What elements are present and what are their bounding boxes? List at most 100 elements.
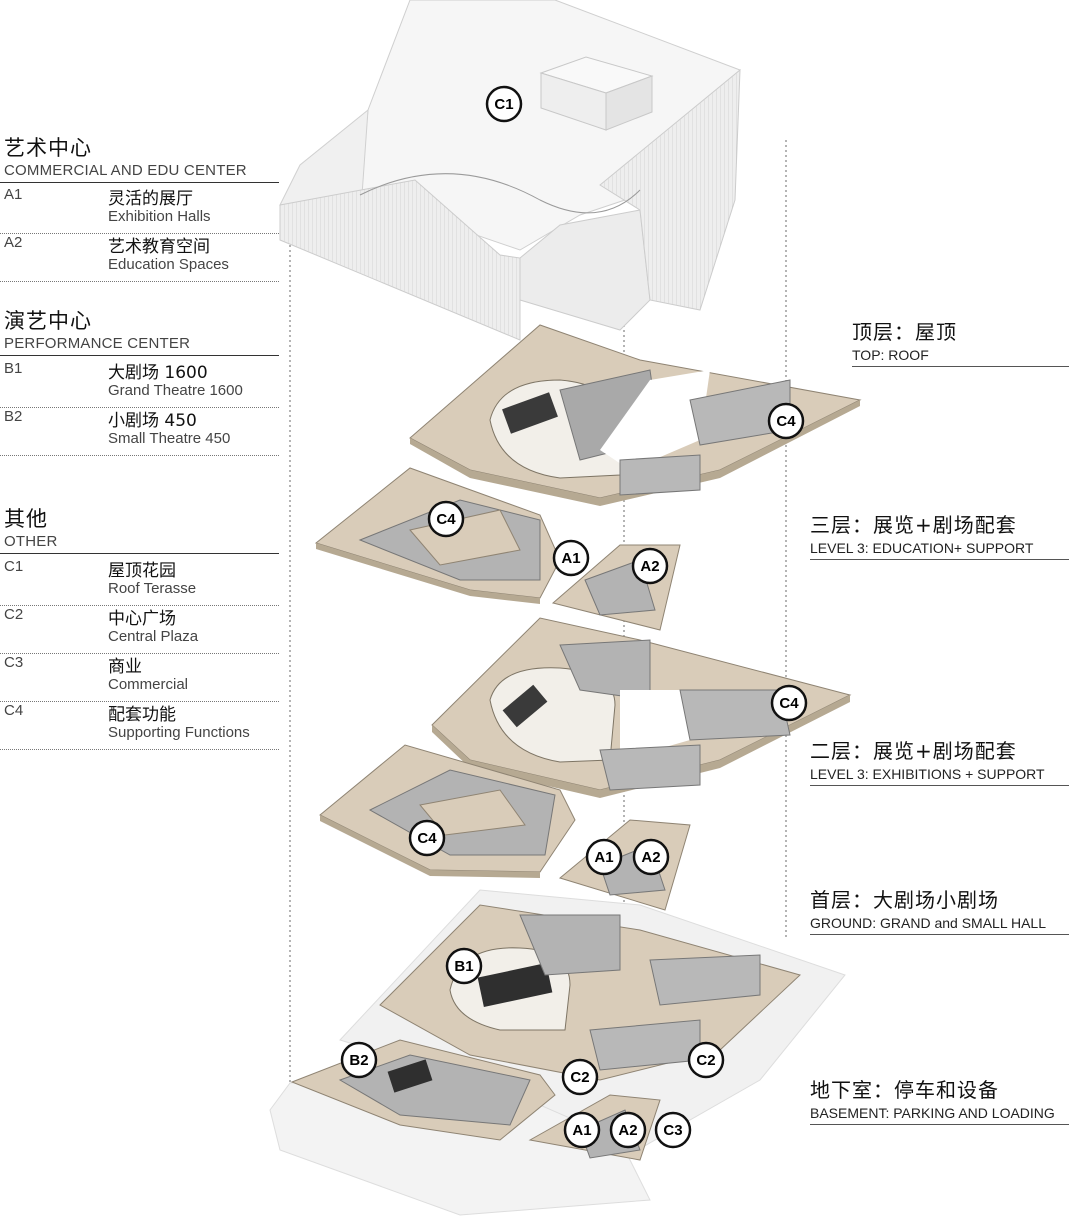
tag-label: C4 — [779, 695, 799, 712]
legend-name-zh: 商业 — [108, 657, 142, 677]
room-block — [649, 954, 761, 1006]
legend-section-title: 艺术中心 — [4, 136, 92, 160]
legend-name-zh: 灵活的展厅 — [108, 189, 193, 209]
divider — [0, 281, 279, 282]
legend-code: C1 — [4, 558, 24, 575]
legend-code: C3 — [4, 654, 24, 671]
tag-label: C2 — [696, 1052, 715, 1069]
level-name-zh: 顶层：屋顶 — [852, 320, 957, 344]
zone-tag: A2 — [632, 838, 670, 876]
level-name-zh: 地下室：停车和设备 — [810, 1078, 999, 1102]
tag-circle — [770, 684, 808, 722]
tag-label: A1 — [572, 1122, 591, 1139]
tag-circle — [632, 838, 670, 876]
level-label-ground: 首层：大剧场小剧场 GROUND: GRAND and SMALL HALL — [810, 884, 1069, 935]
legend-name-en: Small Theatre 450 — [108, 430, 231, 447]
basement-level — [269, 1039, 661, 1216]
zone-tag: A1 — [585, 838, 623, 876]
seating-block — [502, 684, 548, 728]
zone-tag: C4 — [767, 402, 805, 440]
zone-tag: A1 — [552, 539, 590, 577]
zone-tag: C1 — [485, 85, 523, 123]
tag-circle — [408, 819, 446, 857]
level-name-en: LEVEL 3: EXHIBITIONS + SUPPORT — [810, 766, 1045, 782]
legend-name-zh: 小剧场 450 — [108, 411, 197, 431]
divider — [0, 553, 279, 554]
level-name-zh: 首层：大剧场小剧场 — [810, 888, 999, 912]
zone-tag: C4 — [427, 500, 465, 538]
tag-circle — [687, 1041, 725, 1079]
legend-name-zh: 屋顶花园 — [108, 561, 176, 581]
zone-tag: C2 — [687, 1041, 725, 1079]
tag-circle — [563, 1111, 601, 1149]
legend-name-zh: 艺术教育空间 — [108, 237, 210, 257]
divider — [0, 653, 279, 654]
zone-tag: C3 — [654, 1111, 692, 1149]
legend-item: C2 中心广场 Central Plaza — [0, 606, 279, 654]
level-label-level-3: 三层：展览+剧场配套 LEVEL 3: EDUCATION+ SUPPORT — [810, 509, 1069, 560]
legend-item: C4 配套功能 Supporting Functions — [0, 702, 279, 750]
legend-section-title: 演艺中心 — [4, 309, 92, 333]
open-void — [600, 370, 710, 470]
divider — [0, 182, 279, 183]
zone-tag: C2 — [561, 1058, 599, 1096]
zone-tag: C4 — [408, 819, 446, 857]
divider — [852, 366, 1069, 367]
open-void — [620, 690, 700, 760]
tag-label: A2 — [641, 849, 660, 866]
tag-circle — [585, 838, 623, 876]
divider — [0, 355, 279, 356]
legend-code: B1 — [4, 360, 23, 377]
legend-code: A2 — [4, 234, 23, 251]
tag-label: A2 — [640, 558, 659, 575]
tag-label: C4 — [776, 413, 796, 430]
seating-block — [477, 963, 553, 1007]
zone-tag: C4 — [770, 684, 808, 722]
level-label-basement: 地下室：停车和设备 BASEMENT: PARKING AND LOADING — [810, 1074, 1069, 1125]
tag-label: A2 — [618, 1122, 637, 1139]
level-3-slabs — [314, 324, 862, 631]
tag-label: C4 — [417, 830, 437, 847]
tag-circle — [767, 402, 805, 440]
legend-item: B2 小剧场 450 Small Theatre 450 — [0, 408, 279, 456]
tag-label: B1 — [454, 958, 473, 975]
room-block — [679, 689, 791, 741]
tag-circle — [552, 539, 590, 577]
legend-code: B2 — [4, 408, 23, 425]
zone-tag: B2 — [340, 1041, 378, 1079]
tag-circle — [340, 1041, 378, 1079]
roof-side-face — [599, 68, 741, 311]
tag-label: C3 — [663, 1122, 682, 1139]
legend-name-en: Central Plaza — [108, 628, 199, 645]
legend-name-en: Roof Terasse — [108, 580, 197, 597]
room-block — [519, 914, 621, 976]
tag-circle — [609, 1111, 647, 1149]
roof-level — [279, 0, 741, 341]
slab-edge — [316, 543, 540, 604]
level-label-roof: 顶层：屋顶 TOP: ROOF — [852, 316, 1069, 367]
legend-section-subtitle: COMMERCIAL AND EDU CENTER — [4, 162, 247, 179]
zone-tag: A2 — [631, 547, 669, 585]
level-name-en: BASEMENT: PARKING AND LOADING — [810, 1105, 1055, 1121]
level-name-en: GROUND: GRAND and SMALL HALL — [810, 915, 1046, 931]
divider — [0, 749, 279, 750]
legend-section-title: 其他 — [4, 507, 48, 531]
legend-name-en: Exhibition Halls — [108, 208, 211, 225]
seating-block — [502, 392, 558, 434]
zone-tag: B1 — [445, 947, 483, 985]
level-name-zh: 二层：展览+剧场配套 — [810, 739, 1017, 763]
level-name-en: TOP: ROOF — [852, 347, 929, 363]
tag-circle — [654, 1111, 692, 1149]
legend-code: C4 — [4, 702, 24, 719]
legend-code: A1 — [4, 186, 23, 203]
divider — [0, 407, 279, 408]
divider — [0, 455, 279, 456]
tag-label: B2 — [349, 1052, 368, 1069]
roof-box-side — [605, 75, 653, 131]
level-name-en: LEVEL 3: EDUCATION+ SUPPORT — [810, 540, 1034, 556]
divider — [0, 605, 279, 606]
legend-item: B1 大剧场 1600 Grand Theatre 1600 — [0, 360, 279, 408]
legend-name-en: Education Spaces — [108, 256, 229, 273]
legend-name-en: Commercial — [108, 676, 189, 693]
